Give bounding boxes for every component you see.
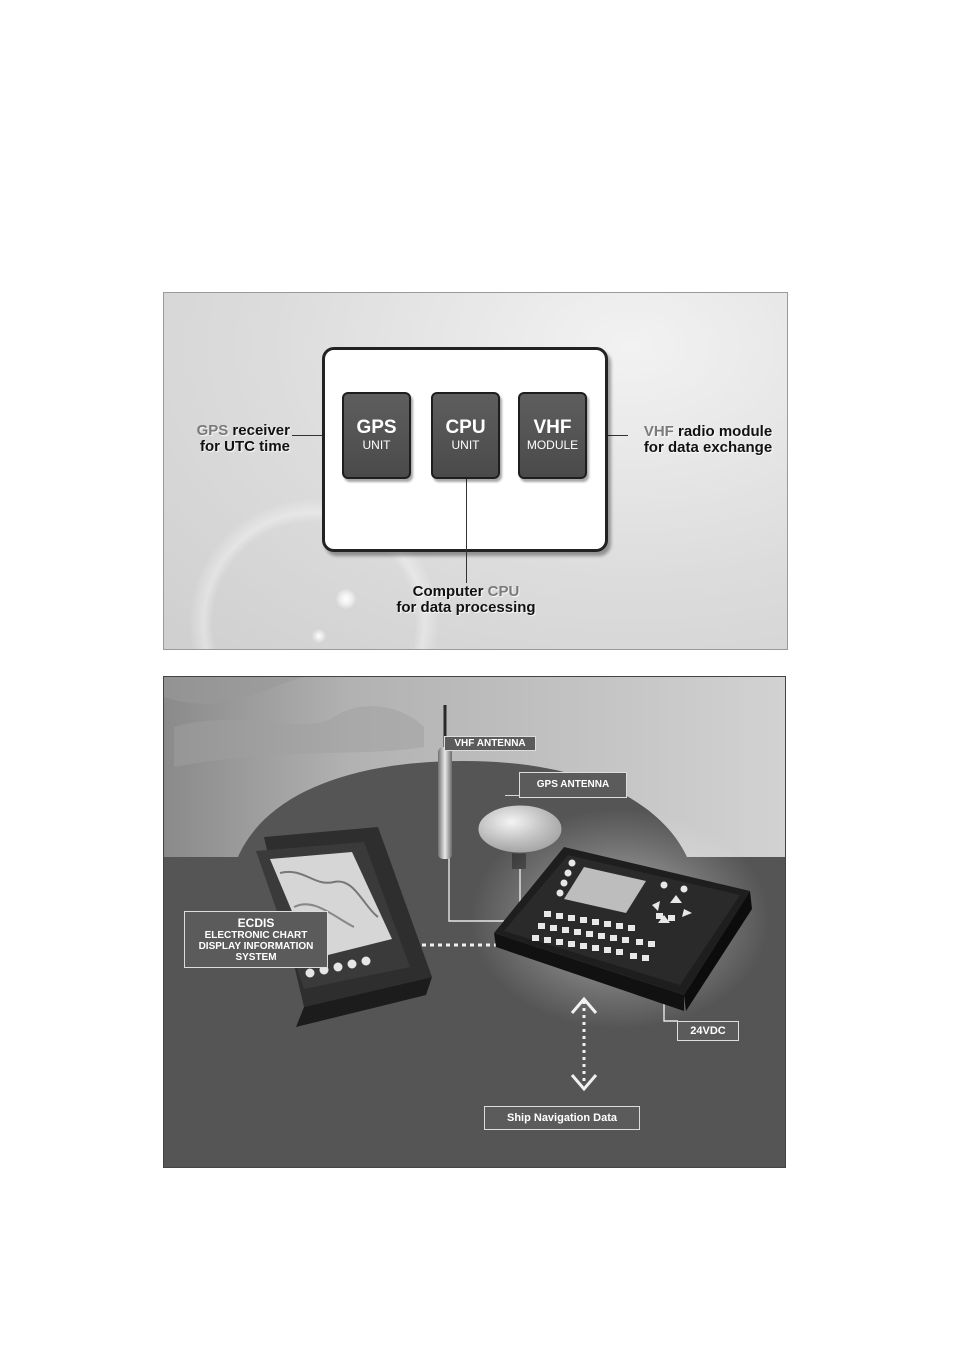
- cpu-unit-block: CPU UNIT: [431, 392, 500, 479]
- vhf-radio-label: VHF radio module for data exchange: [643, 423, 773, 456]
- system-overview-illustration: [164, 677, 785, 1167]
- gps-receiver-label: GPS receiver for UTC time: [196, 422, 290, 455]
- gps-unit-block: GPS UNIT: [342, 392, 411, 479]
- gps-connector-line: [292, 435, 342, 436]
- gps-antenna-tag: GPS ANTENNA: [519, 772, 627, 798]
- gps-unit-sub: UNIT: [362, 438, 391, 452]
- cpu-highlight: CPU: [487, 583, 520, 600]
- vhf-module-block: VHF MODULE: [518, 392, 587, 479]
- vhf-antenna-tag: VHF ANTENNA: [444, 736, 536, 751]
- ship-navigation-data-tag: Ship Navigation Data: [484, 1106, 640, 1130]
- vhf-highlight: VHF: [643, 423, 674, 440]
- ecdis-title: ECDIS: [237, 916, 275, 930]
- cpu-unit-sub: UNIT: [451, 438, 480, 452]
- system-overview-slide: VHF ANTENNA GPS ANTENNA ECDIS ELECTRONIC…: [163, 676, 786, 1168]
- cpu-unit-title: CPU: [445, 417, 486, 438]
- gps-highlight: GPS: [196, 422, 229, 439]
- ecdis-tag: ECDIS ELECTRONIC CHART DISPLAY INFORMATI…: [184, 911, 328, 968]
- gps-antenna-callout-line: [505, 795, 519, 796]
- vhf-module-title: VHF: [533, 417, 572, 438]
- lens-flare-dot: [312, 629, 326, 643]
- gps-unit-title: GPS: [356, 417, 397, 438]
- cpu-processing-label: Computer CPU for data processing: [396, 583, 536, 616]
- cpu-connector-line: [466, 479, 467, 583]
- lens-flare-dot: [336, 589, 356, 609]
- vhf-module-sub: MODULE: [526, 438, 579, 452]
- power-24vdc-tag: 24VDC: [677, 1021, 739, 1041]
- block-diagram-slide: GPS UNIT CPU UNIT VHF MODULE GPS receive…: [163, 292, 788, 650]
